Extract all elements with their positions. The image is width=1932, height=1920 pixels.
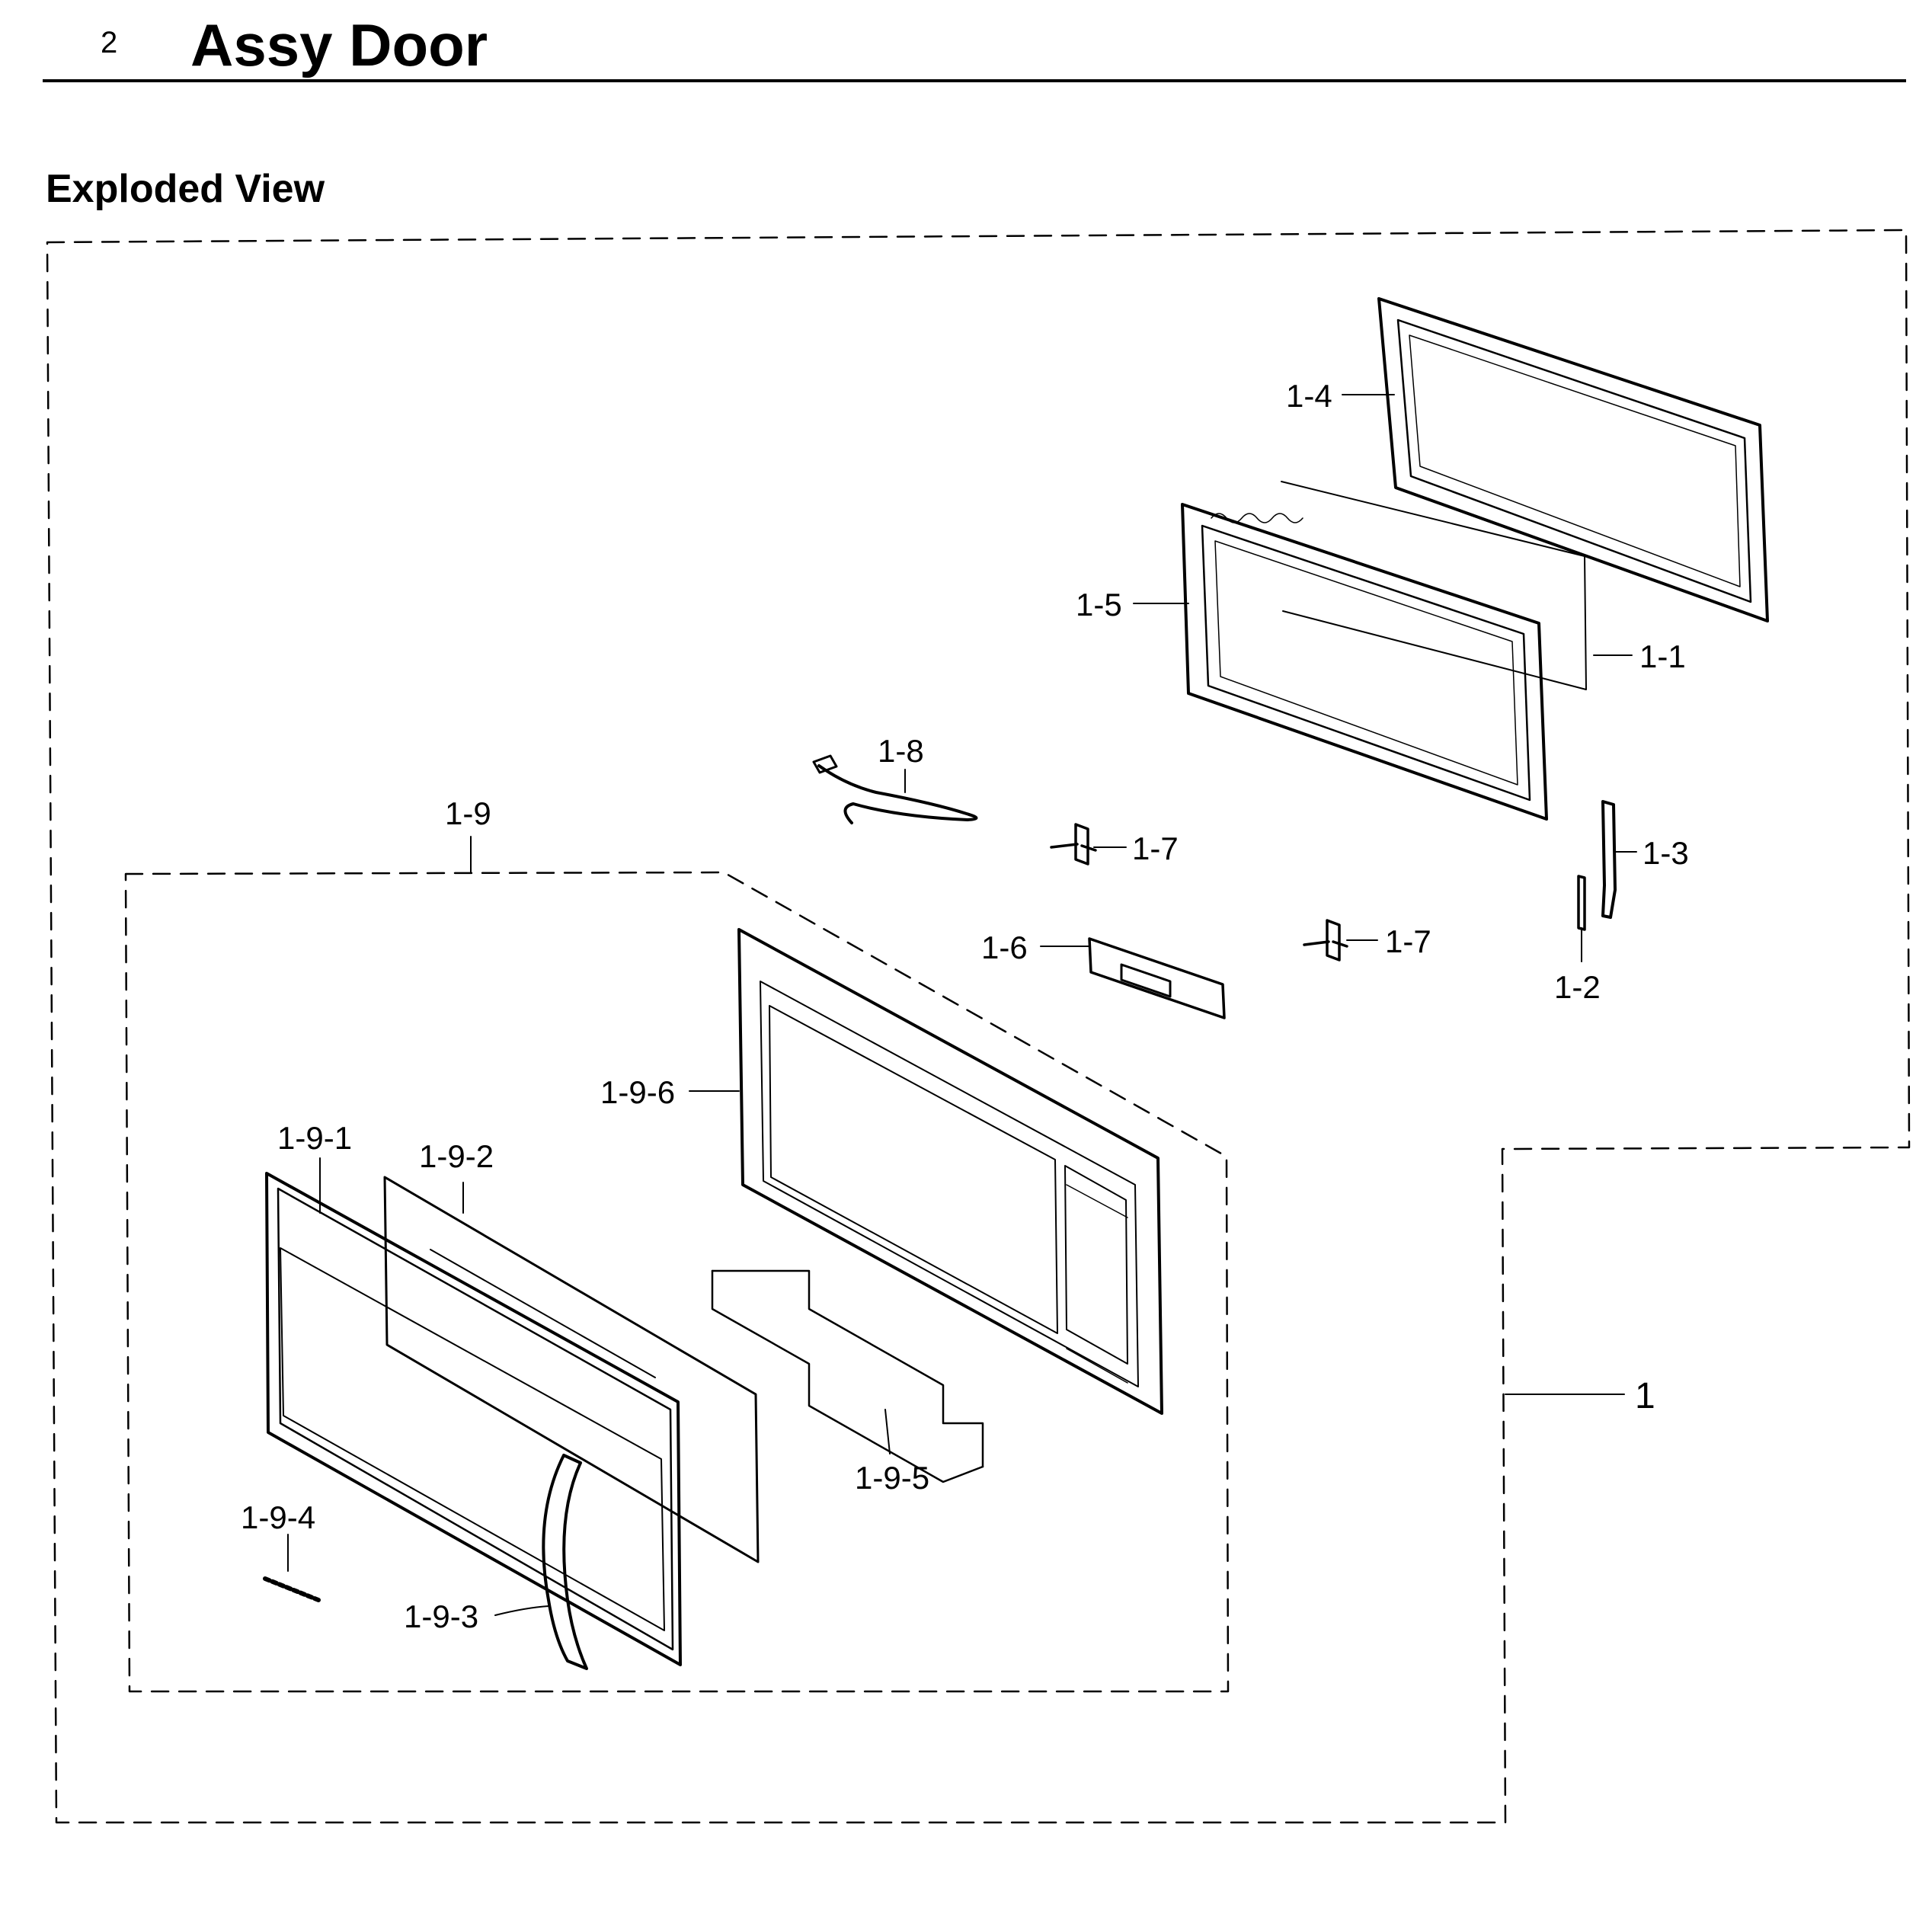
part-1-9-2-sheet xyxy=(383,1176,760,1563)
callout-1-9-4: 1-9-4 xyxy=(241,1499,315,1535)
part-1-9-6-panel xyxy=(737,928,1163,1415)
part-1-7-hinge-lower xyxy=(1303,919,1348,962)
assembly-1-boundary xyxy=(46,229,1911,1824)
part-1-7-hinge-upper xyxy=(1050,823,1097,866)
callout-1-8: 1-8 xyxy=(878,733,924,769)
callout-1-4: 1-4 xyxy=(1286,378,1332,414)
leader-lines xyxy=(287,394,1637,1616)
callout-1-9: 1-9 xyxy=(445,795,491,831)
part-1-9-1-panel xyxy=(265,1172,682,1666)
callout-1-9-6: 1-9-6 xyxy=(600,1074,675,1110)
part-1-8-connector xyxy=(812,754,838,774)
section-subtitle: Exploded View xyxy=(46,167,325,211)
part-1-5-frame xyxy=(1181,503,1548,821)
part-1-3-lever xyxy=(1601,800,1617,919)
callout-1-3: 1-3 xyxy=(1643,835,1689,871)
callout-1-6: 1-6 xyxy=(981,930,1028,965)
part-1-8-harness xyxy=(817,764,978,824)
callout-1: 1 xyxy=(1635,1376,1655,1416)
callout-1-9-1: 1-9-1 xyxy=(277,1120,352,1156)
part-1-1-sheet xyxy=(1281,481,1587,690)
callout-1-1: 1-1 xyxy=(1639,638,1686,674)
callout-1-7-upper: 1-7 xyxy=(1132,830,1179,866)
assembly-1-9-boundary xyxy=(124,871,1230,1693)
callout-1-7-lower: 1-7 xyxy=(1385,923,1431,959)
part-1-9-5-film-edge xyxy=(711,1269,984,1483)
callout-1-9-5: 1-9-5 xyxy=(855,1460,929,1496)
part-1-4-frame xyxy=(1377,297,1769,622)
callout-1-5: 1-5 xyxy=(1076,587,1122,622)
section-number: 2 xyxy=(101,26,118,59)
callout-1-2: 1-2 xyxy=(1554,969,1601,1005)
part-1-6-board xyxy=(1088,937,1226,1019)
part-1-9-5-film xyxy=(711,1269,984,1468)
part-1-9-3-handle xyxy=(542,1454,588,1670)
callout-1-9-2: 1-9-2 xyxy=(419,1138,494,1174)
part-1-2-spring xyxy=(1577,875,1586,931)
page-title: Assy Door xyxy=(190,11,488,78)
part-1-9-4-clip xyxy=(263,1576,321,1602)
callout-1-9-3: 1-9-3 xyxy=(404,1598,478,1634)
header-divider xyxy=(43,79,1906,82)
